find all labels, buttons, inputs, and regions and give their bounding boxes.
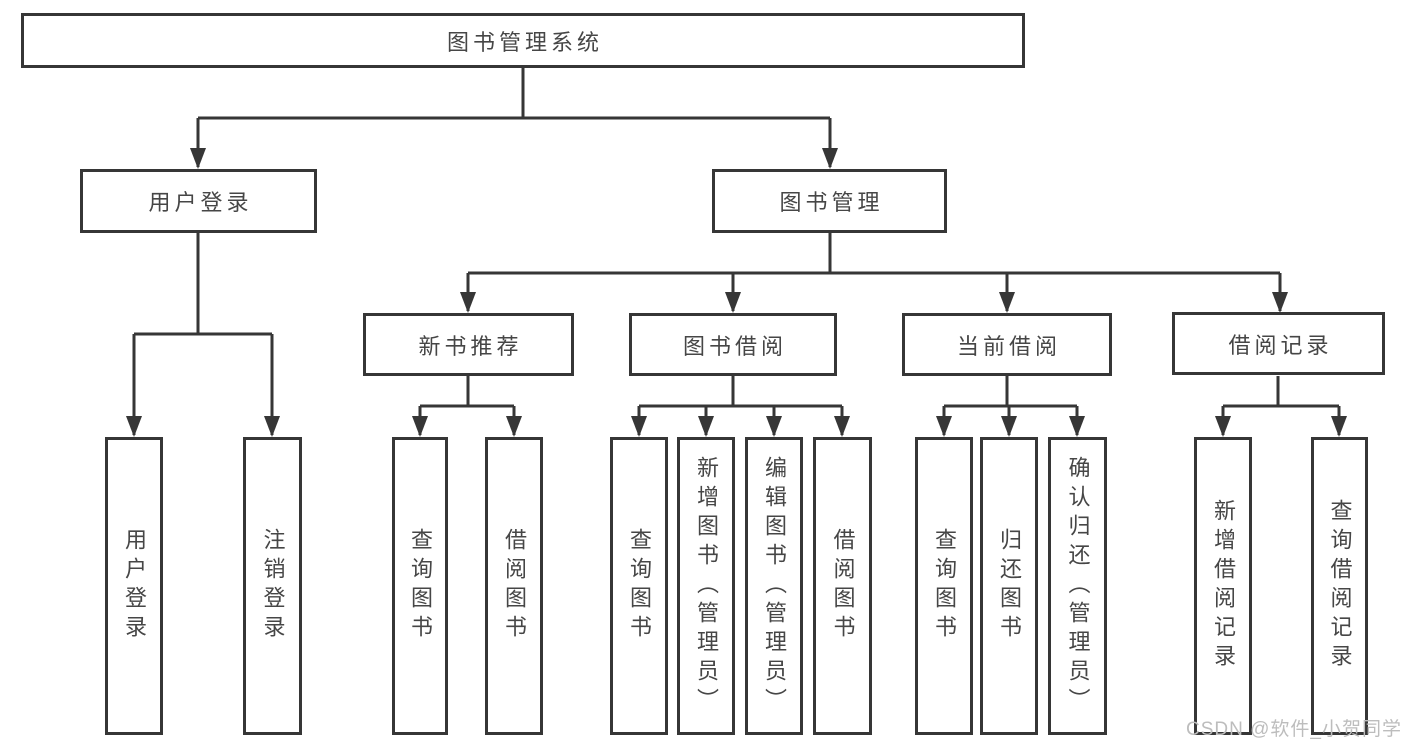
leaf-add-book-admin: 新增图书（管理员） [677, 437, 735, 735]
trunk-current-borrow [944, 376, 1077, 408]
leaf-logout: 注销登录 [243, 437, 302, 735]
trunk-book-mgmt [468, 233, 1280, 275]
leaf-borrow-book-1: 借阅图书 [485, 437, 543, 735]
leaf-query-book-2: 查询图书 [610, 437, 668, 735]
node-new-book-recommend: 新书推荐 [363, 313, 574, 376]
node-book-management: 图书管理 [712, 169, 947, 233]
leaf-query-book-3: 查询图书 [915, 437, 973, 735]
leaf-query-borrow-record: 查询借阅记录 [1311, 437, 1368, 735]
node-book-borrow: 图书借阅 [629, 313, 837, 376]
leaf-confirm-return-admin: 确认归还（管理员） [1048, 437, 1107, 735]
node-borrow-records: 借阅记录 [1172, 312, 1385, 375]
node-current-borrow: 当前借阅 [902, 313, 1112, 376]
leaf-user-login: 用户登录 [105, 437, 163, 735]
node-root-system: 图书管理系统 [21, 13, 1025, 68]
trunk-borrow-records [1223, 376, 1339, 408]
leaf-return-book: 归还图书 [980, 437, 1038, 735]
leaf-borrow-book-2: 借阅图书 [813, 437, 872, 735]
leaf-query-book-1: 查询图书 [392, 437, 448, 735]
csdn-watermark: CSDN @软件_小贺同学 [1186, 719, 1402, 740]
trunk-new-book [420, 376, 514, 408]
trunk-root [198, 68, 830, 120]
trunk-user-login [134, 233, 272, 336]
node-user-login: 用户登录 [80, 169, 317, 233]
trunk-book-borrow [639, 376, 842, 408]
leaf-add-borrow-record: 新增借阅记录 [1194, 437, 1252, 735]
leaf-edit-book-admin: 编辑图书（管理员） [745, 437, 803, 735]
